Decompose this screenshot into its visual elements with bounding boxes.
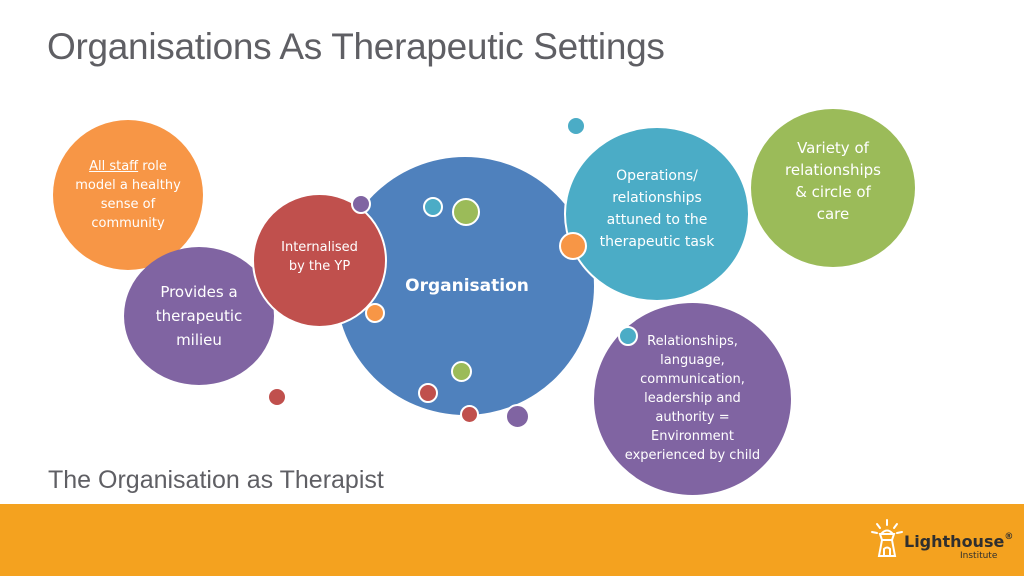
internalised-circle: Internalised by the YP <box>252 193 387 328</box>
all-staff-text: All staff role model a healthy sense of … <box>73 157 183 233</box>
green-dot <box>452 198 480 226</box>
operations-text: Operations/ relationships attuned to the… <box>599 168 715 250</box>
all-staff-circle: All staff role model a healthy sense of … <box>53 120 203 270</box>
red-dot-bottom <box>460 405 479 424</box>
green-dot-small <box>451 361 472 382</box>
teal-dot-mid <box>618 326 638 346</box>
logo-registered: ® <box>1004 532 1014 542</box>
all-staff-underlined: All staff <box>89 159 139 174</box>
slide-title: Organisations As Therapeutic Settings <box>47 26 665 67</box>
orange-dot-large <box>559 232 587 260</box>
teal-dot <box>423 197 443 217</box>
logo-subtext: Institute <box>960 551 998 561</box>
red-dot-left <box>269 389 285 405</box>
variety-text: Variety of relationships & circle of car… <box>785 139 881 223</box>
all-staff-rest: role model a healthy sense of community <box>75 159 181 231</box>
logo-wordmark: Lighthouse® <box>904 532 1013 551</box>
variety-circle: Variety of relationships & circle of car… <box>751 109 915 267</box>
lighthouse-icon <box>871 519 903 557</box>
purple-dot <box>351 194 371 214</box>
slide-subtitle: The Organisation as Therapist <box>48 466 384 494</box>
orange-dot <box>365 303 385 323</box>
organisation-label: Organisation <box>405 276 529 296</box>
teal-dot-small <box>568 118 584 134</box>
milieu-circle: Provides a therapeutic milieu <box>124 247 274 385</box>
purple-dot-bottom <box>505 404 530 429</box>
red-dot <box>418 383 438 403</box>
logo-word: Lighthouse <box>904 532 1005 551</box>
footer-bar <box>0 504 1024 576</box>
operations-circle: Operations/ relationships attuned to the… <box>564 126 750 302</box>
milieu-text: Provides a therapeutic milieu <box>155 283 243 349</box>
internalised-text: Internalised by the YP <box>281 239 358 274</box>
relationships-text: Relationships, language, communication, … <box>624 333 761 463</box>
lighthouse-logo: Lighthouse® Institute <box>870 518 1013 564</box>
